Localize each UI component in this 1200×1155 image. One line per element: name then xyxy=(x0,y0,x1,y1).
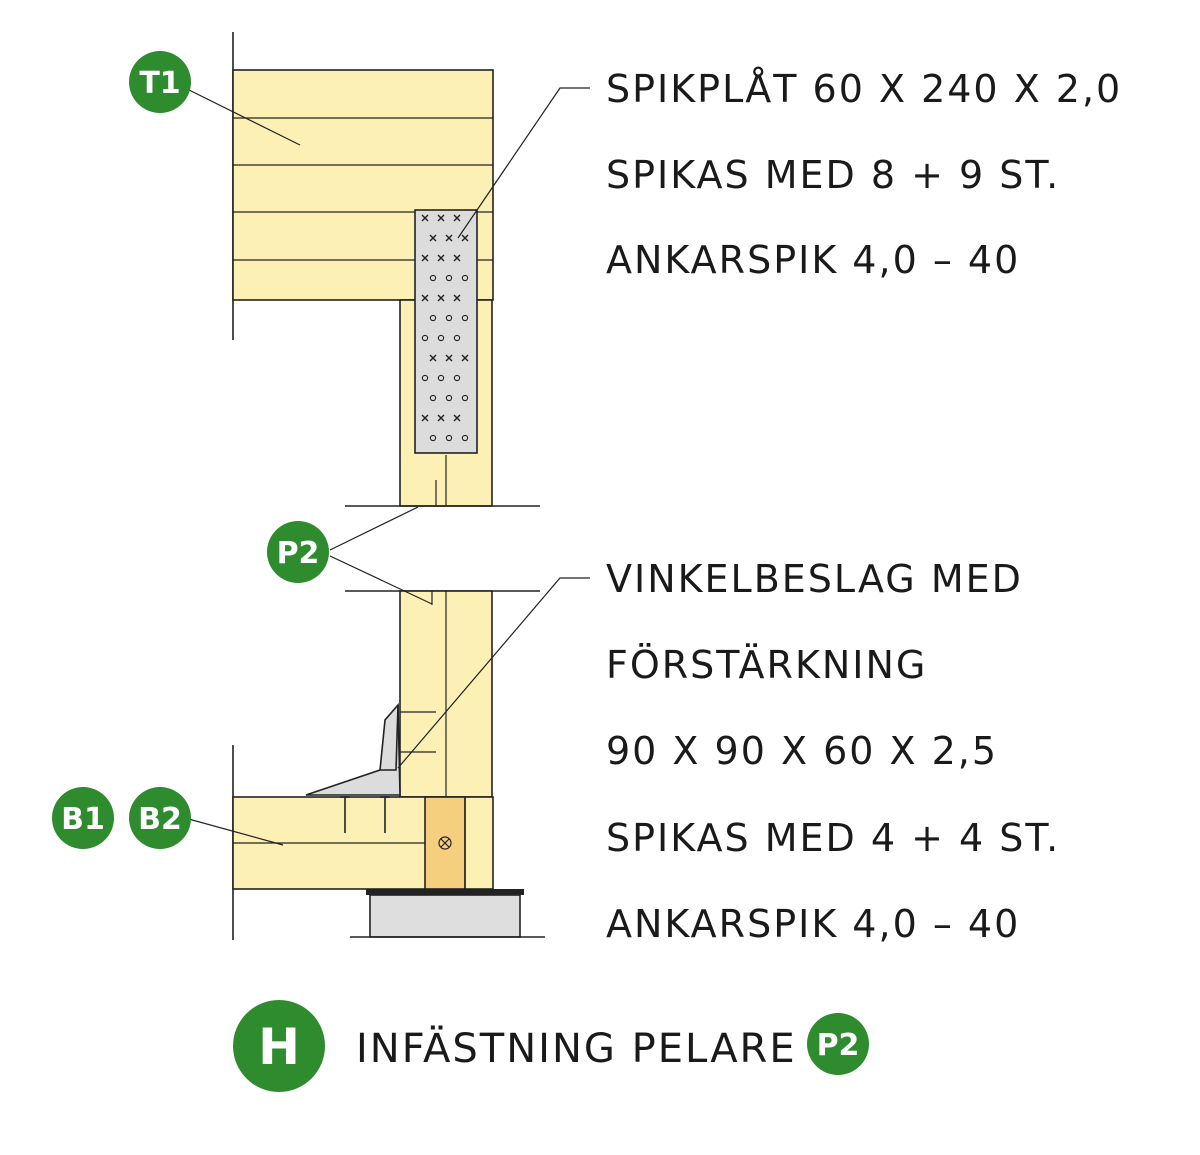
nail-mark xyxy=(445,354,453,362)
angle-bracket-spec-line-4: SPIKAS MED 4 + 4 ST. xyxy=(606,816,1060,860)
foundation xyxy=(350,889,545,938)
nail-plate xyxy=(414,209,478,454)
nail-mark xyxy=(453,254,461,262)
plate-hole xyxy=(437,374,445,382)
nail-mark xyxy=(429,354,437,362)
plate-hole xyxy=(429,314,437,322)
nail-mark xyxy=(453,294,461,302)
badge-b2-label: B2 xyxy=(138,802,182,837)
nail-mark xyxy=(421,214,429,222)
plate-hole xyxy=(437,334,445,342)
badge-p2-label: P2 xyxy=(277,536,320,571)
plate-hole xyxy=(453,334,461,342)
nail-mark xyxy=(429,234,437,242)
nail-mark xyxy=(437,294,445,302)
caption-badge-h: H xyxy=(258,1018,300,1076)
plate-hole xyxy=(461,314,469,322)
angle-bracket-spec: VINKELBESLAG MED FÖRSTÄRKNING 90 X 90 X … xyxy=(606,557,1060,946)
plate-hole xyxy=(461,394,469,402)
plate-hole xyxy=(421,374,429,382)
nail-mark xyxy=(437,214,445,222)
badge-b2: B2 xyxy=(129,787,191,849)
badge-p2: P2 xyxy=(267,521,329,583)
plate-hole xyxy=(461,274,469,282)
nail-mark xyxy=(445,234,453,242)
leader-lines xyxy=(184,87,590,846)
badge-b1-label: B1 xyxy=(61,802,105,837)
plate-hole xyxy=(429,394,437,402)
nail-plate-spec-line-1: SPIKPLÅT 60 X 240 X 2,0 xyxy=(606,67,1122,111)
plate-hole xyxy=(445,274,453,282)
nail-plate-spec-line-3: ANKARSPIK 4,0 – 40 xyxy=(606,238,1020,282)
angle-bracket xyxy=(305,702,436,796)
caption-title: INFÄSTNING PELARE xyxy=(356,1024,797,1072)
plate-hole xyxy=(461,434,469,442)
nail-mark xyxy=(453,214,461,222)
nail-mark xyxy=(437,254,445,262)
plate-hole xyxy=(421,334,429,342)
nail-plate-spec-line-2: SPIKAS MED 8 + 9 ST. xyxy=(606,153,1060,197)
nail-mark xyxy=(461,234,469,242)
nail-mark xyxy=(421,414,429,422)
plate-hole xyxy=(429,274,437,282)
caption: H INFÄSTNING PELARE P2 xyxy=(233,1000,869,1092)
plate-hole xyxy=(429,434,437,442)
angle-bracket-spec-line-5: ANKARSPIK 4,0 – 40 xyxy=(606,902,1020,946)
angle-bracket-spec-line-3: 90 X 90 X 60 X 2,5 xyxy=(606,729,998,773)
angle-bracket-spec-line-2: FÖRSTÄRKNING xyxy=(606,643,927,687)
caption-badge-p2: P2 xyxy=(817,1028,860,1063)
plate-hole xyxy=(445,434,453,442)
plate-hole xyxy=(445,394,453,402)
nail-plate-spec: SPIKPLÅT 60 X 240 X 2,0 SPIKAS MED 8 + 9… xyxy=(606,67,1122,282)
nail-mark xyxy=(453,414,461,422)
nail-mark xyxy=(421,294,429,302)
nail-mark xyxy=(437,414,445,422)
plate-hole xyxy=(453,374,461,382)
plate-hole xyxy=(445,314,453,322)
post-lower xyxy=(345,590,540,798)
badge-b1: B1 xyxy=(52,787,114,849)
badge-t1: T1 xyxy=(129,51,191,113)
nail-mark xyxy=(421,254,429,262)
angle-bracket-spec-line-1: VINKELBESLAG MED xyxy=(606,557,1023,601)
nail-mark xyxy=(461,354,469,362)
badge-t1-label: T1 xyxy=(139,66,180,101)
